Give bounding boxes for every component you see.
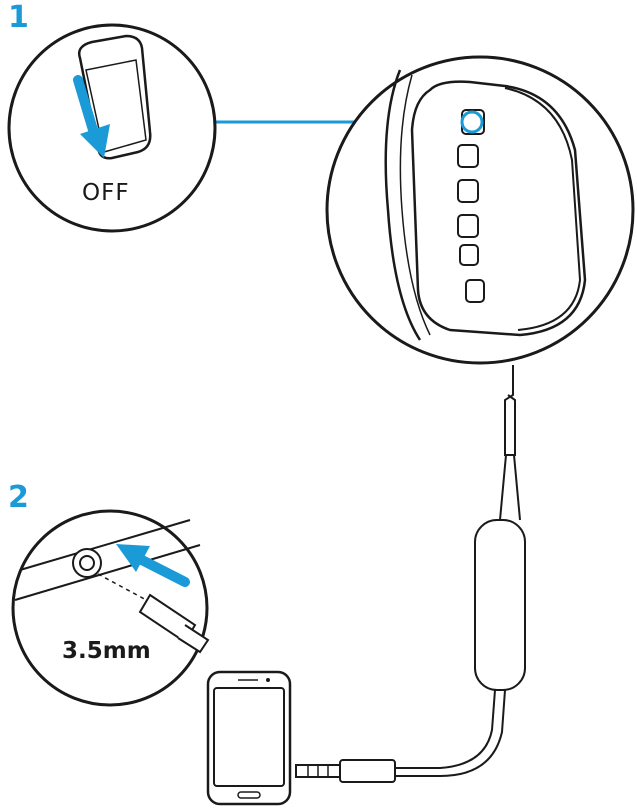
step-1-caption: OFF: [82, 180, 130, 206]
headset-earcup-icon: [325, 55, 635, 365]
arrow-insert-icon: [116, 544, 190, 587]
step-2-number: 2: [8, 480, 29, 515]
audio-jack-icon: [11, 509, 210, 707]
audio-cable: [395, 365, 526, 777]
cable-plug-icon: [295, 759, 396, 783]
step-1-number: 1: [8, 0, 29, 35]
smartphone-icon: [206, 670, 292, 806]
arrow-down-icon: [73, 75, 110, 158]
step-2-caption: 3.5mm: [62, 638, 151, 664]
